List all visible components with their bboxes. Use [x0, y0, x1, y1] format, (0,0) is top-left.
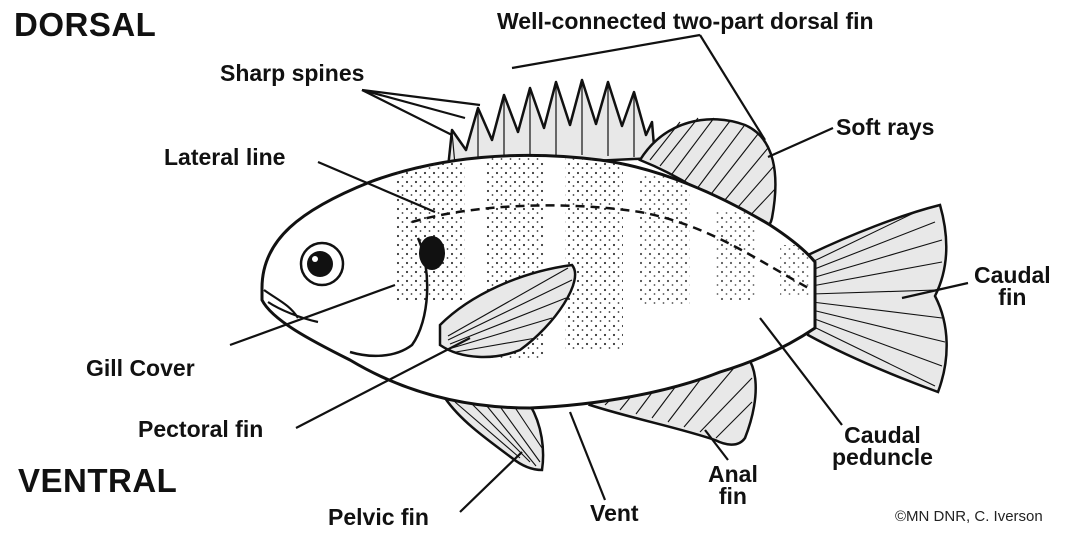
pointer-soft-rays: [768, 128, 833, 157]
pointer-vent: [570, 412, 605, 500]
pointer-dorsal-fin-left: [512, 35, 700, 68]
label-anal-fin: Anal fin: [708, 463, 758, 507]
label-anal-fin-line1: Anal: [708, 463, 758, 485]
label-dorsal-fin: Well-connected two-part dorsal fin: [497, 8, 874, 35]
ventral-label: VENTRAL: [18, 462, 177, 500]
label-caudal-peduncle-line2: peduncle: [832, 446, 933, 468]
label-lateral-line: Lateral line: [164, 144, 285, 171]
label-gill-cover: Gill Cover: [86, 355, 195, 382]
label-caudal-peduncle-line1: Caudal: [832, 424, 933, 446]
label-pectoral-fin: Pectoral fin: [138, 416, 263, 443]
label-caudal-fin-line1: Caudal: [974, 264, 1051, 286]
label-vent: Vent: [590, 500, 639, 527]
label-anal-fin-line2: fin: [708, 485, 758, 507]
label-pelvic-fin: Pelvic fin: [328, 504, 429, 531]
caudal-fin-shape: [808, 205, 947, 392]
label-caudal-peduncle: Caudal peduncle: [832, 424, 933, 468]
pointer-pelvic-fin: [460, 452, 522, 512]
pointer-spine-2: [362, 90, 465, 118]
dorsal-label: DORSAL: [14, 6, 156, 44]
credit-text: ©MN DNR, C. Iverson: [895, 508, 1043, 525]
label-sharp-spines: Sharp spines: [220, 60, 364, 87]
label-caudal-fin: Caudal fin: [974, 264, 1051, 308]
pointer-spine-1: [362, 90, 480, 105]
label-soft-rays: Soft rays: [836, 114, 934, 141]
label-caudal-fin-line2: fin: [974, 286, 1051, 308]
eye: [301, 243, 343, 285]
